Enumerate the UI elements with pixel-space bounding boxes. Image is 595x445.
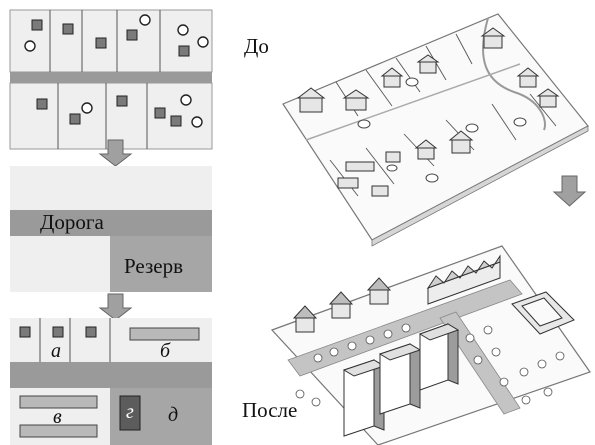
- house-square: [95, 37, 107, 49]
- plot-label-d: д: [168, 404, 179, 426]
- outbuilding-circle: [197, 36, 209, 48]
- long-building: [129, 327, 200, 341]
- long-building: [19, 424, 98, 438]
- house-square: [19, 326, 31, 338]
- arrow-down-icon: [98, 139, 133, 167]
- plot-label-b: б: [160, 340, 171, 362]
- village-after-illustration: [270, 245, 591, 445]
- plot-area: [10, 236, 110, 292]
- long-building: [19, 395, 98, 409]
- plot-row-bottom: [9, 82, 213, 150]
- plot-label-v: в: [53, 406, 62, 428]
- reserve-block: [110, 236, 212, 292]
- arrow-down-icon: [98, 293, 133, 321]
- road-label: Дорога: [40, 210, 104, 234]
- house-square: [52, 326, 64, 338]
- house-square: [69, 113, 81, 125]
- house-square: [62, 23, 74, 35]
- house-square: [126, 29, 138, 41]
- stage-before: [9, 9, 213, 150]
- plot-area: [10, 166, 212, 210]
- label-after: После: [242, 398, 298, 422]
- plot-row-top: [9, 9, 213, 73]
- outbuilding-circle: [191, 116, 203, 128]
- road-strip-before: [10, 72, 212, 83]
- outbuilding-circle: [24, 40, 36, 52]
- road-block: [10, 210, 212, 236]
- label-before: До: [244, 34, 269, 58]
- plot-label-g: г: [126, 401, 134, 423]
- outbuilding-circle: [139, 14, 151, 26]
- house-square: [178, 45, 190, 57]
- stage-after: [10, 318, 212, 445]
- house-square: [85, 326, 97, 338]
- arrow-down-icon: [552, 175, 587, 207]
- stage-middle: [10, 166, 212, 292]
- reserve-label: Резерв: [124, 254, 184, 278]
- plot-label-a: а: [51, 340, 61, 362]
- house-square: [31, 19, 43, 31]
- house-square: [36, 98, 48, 110]
- house-sketch: [299, 97, 323, 113]
- house-square: [170, 115, 182, 127]
- village-before-illustration: [282, 13, 589, 247]
- outbuilding-circle: [177, 24, 189, 36]
- house-square: [116, 95, 128, 107]
- house-square: [154, 107, 166, 119]
- outbuilding-circle: [81, 102, 93, 114]
- outbuilding-circle: [180, 94, 192, 106]
- road-block: [10, 362, 212, 388]
- tall-building: [119, 395, 141, 431]
